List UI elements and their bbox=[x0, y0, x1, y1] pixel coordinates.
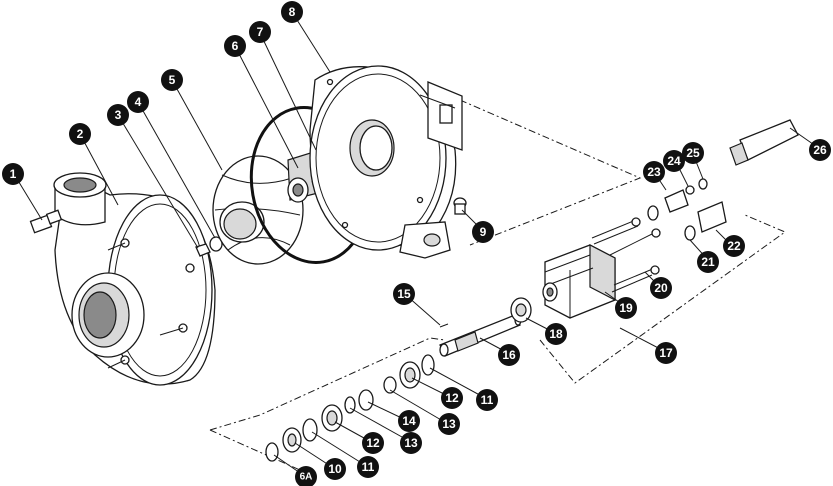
svg-text:14: 14 bbox=[402, 414, 416, 428]
svg-text:1: 1 bbox=[10, 167, 17, 181]
svg-text:24: 24 bbox=[667, 154, 681, 168]
svg-text:6A: 6A bbox=[300, 472, 313, 483]
svg-text:12: 12 bbox=[445, 391, 459, 405]
shaft-part bbox=[439, 314, 522, 357]
extension-part bbox=[729, 119, 799, 166]
callout-23: 23 bbox=[643, 161, 665, 183]
svg-text:7: 7 bbox=[257, 25, 264, 39]
callout-6: 6 bbox=[224, 35, 246, 57]
callout-16: 16 bbox=[498, 344, 520, 366]
svg-text:22: 22 bbox=[727, 239, 741, 253]
svg-text:23: 23 bbox=[647, 165, 661, 179]
svg-text:4: 4 bbox=[135, 95, 142, 109]
svg-text:21: 21 bbox=[701, 255, 715, 269]
callout-13-upper: 13 bbox=[438, 413, 460, 435]
motor-part bbox=[542, 244, 616, 319]
callout-11-upper: 11 bbox=[476, 389, 498, 411]
svg-text:12: 12 bbox=[366, 436, 380, 450]
callout-21: 21 bbox=[697, 251, 719, 273]
callout-4: 4 bbox=[127, 91, 149, 113]
screw-part bbox=[453, 197, 467, 215]
coupling-part bbox=[510, 297, 532, 323]
svg-text:26: 26 bbox=[813, 143, 827, 157]
callout-19: 19 bbox=[615, 297, 637, 319]
svg-text:17: 17 bbox=[659, 346, 673, 360]
callout-7: 7 bbox=[249, 21, 271, 43]
callout-18: 18 bbox=[545, 323, 567, 345]
svg-text:11: 11 bbox=[481, 393, 494, 407]
callout-10: 10 bbox=[324, 458, 346, 480]
callout-12-upper: 12 bbox=[441, 387, 463, 409]
key-part bbox=[439, 323, 449, 328]
callout-1: 1 bbox=[2, 163, 24, 185]
callout-26: 26 bbox=[809, 139, 831, 161]
svg-text:6: 6 bbox=[232, 39, 239, 53]
callout-17: 17 bbox=[655, 342, 677, 364]
casing-bolts bbox=[107, 238, 195, 369]
callout-14: 14 bbox=[398, 410, 420, 432]
svg-text:2: 2 bbox=[77, 127, 84, 141]
callout-8: 8 bbox=[281, 1, 303, 23]
svg-text:10: 10 bbox=[328, 462, 342, 476]
callout-22: 22 bbox=[723, 235, 745, 257]
callout-15: 15 bbox=[393, 283, 415, 305]
svg-text:18: 18 bbox=[549, 327, 563, 341]
callout-13-lower: 13 bbox=[400, 432, 422, 454]
svg-text:5: 5 bbox=[169, 73, 176, 87]
callout-24: 24 bbox=[663, 150, 685, 172]
callout-11-lower: 11 bbox=[357, 456, 379, 478]
svg-text:9: 9 bbox=[480, 225, 487, 239]
svg-text:20: 20 bbox=[654, 281, 668, 295]
leader-lines bbox=[13, 11, 821, 478]
svg-text:25: 25 bbox=[686, 146, 700, 160]
svg-text:3: 3 bbox=[115, 108, 122, 122]
adapter-part bbox=[309, 65, 463, 259]
bearing-stack-part bbox=[265, 354, 435, 462]
svg-text:19: 19 bbox=[619, 301, 633, 315]
svg-text:8: 8 bbox=[289, 5, 296, 19]
callout-25: 25 bbox=[682, 142, 704, 164]
callout-2: 2 bbox=[69, 123, 91, 145]
svg-text:13: 13 bbox=[404, 436, 418, 450]
callout-6a: 6A bbox=[295, 466, 317, 486]
svg-text:11: 11 bbox=[362, 460, 375, 474]
svg-text:15: 15 bbox=[397, 287, 411, 301]
plug-part bbox=[29, 209, 63, 234]
svg-text:13: 13 bbox=[442, 417, 456, 431]
callout-20: 20 bbox=[650, 277, 672, 299]
callout-5: 5 bbox=[161, 69, 183, 91]
motor-bolts-part bbox=[591, 217, 661, 293]
fitting-assembly-part bbox=[647, 178, 727, 241]
callout-3: 3 bbox=[107, 104, 129, 126]
callout-9: 9 bbox=[472, 221, 494, 243]
assembly-boundary-lines bbox=[209, 99, 787, 471]
fitting-parts bbox=[195, 236, 223, 257]
callout-12-lower: 12 bbox=[362, 432, 384, 454]
casing-part bbox=[53, 172, 216, 386]
svg-text:16: 16 bbox=[502, 348, 516, 362]
